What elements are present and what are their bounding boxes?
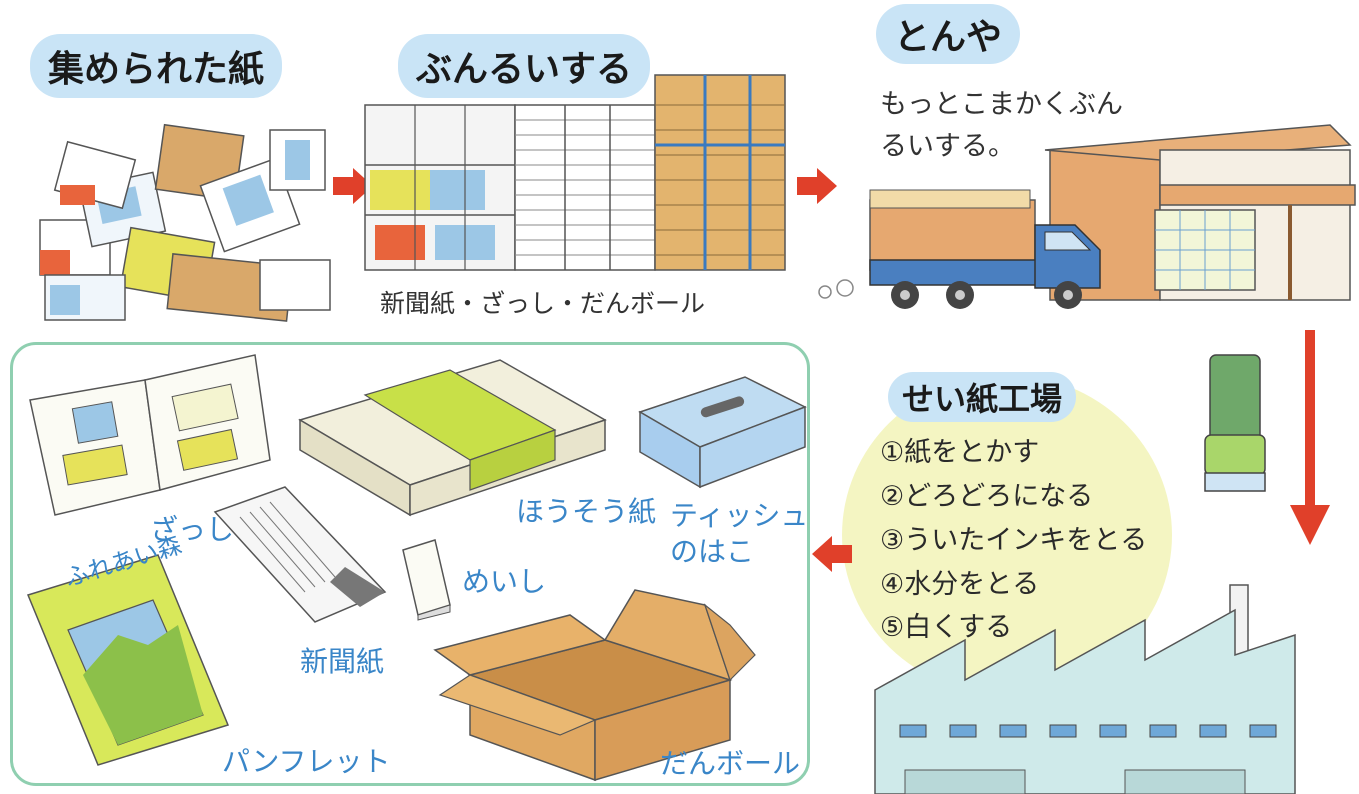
arrow-to-sort (333, 168, 373, 204)
arrow-to-products (812, 536, 852, 572)
truck-warehouse-illustration (818, 124, 1356, 309)
paper-mill-factory-illustration (874, 584, 1296, 794)
cardboard-box-illustration (433, 589, 756, 782)
sorted-bundles-illustration (364, 74, 786, 271)
stage-paper-mill-label: せい紙工場 (888, 372, 1077, 422)
wholesaler-description-line1: もっとこまかくぶん (880, 89, 1123, 120)
mill-step-2: ②どろどろになる (880, 481, 1094, 512)
mill-step-3: ③ういたインキをとる (880, 525, 1148, 556)
mill-step-4: ④水分をとる (880, 569, 1040, 600)
product-business-card-label: めいし (462, 565, 547, 598)
wrapping-paper-box-illustration (298, 359, 607, 517)
stage-collected-text: 集められた紙 (48, 49, 265, 90)
newspaper-illustration (213, 486, 387, 623)
wholesaler-description-line2: るいする。 (880, 131, 1015, 162)
collected-paper-pile-illustration (39, 123, 331, 322)
recycled-products-frame (10, 342, 810, 786)
stage-wholesaler-label: とんや (876, 4, 1021, 64)
product-newspaper-label: 新聞紙 (300, 645, 385, 678)
magazine-illustration (29, 354, 271, 516)
sorted-caption: 新聞紙・ざっし・だんボール (380, 289, 706, 318)
arrow-to-wholesaler (797, 168, 837, 204)
stage-collected-label: 集められた紙 (30, 34, 283, 98)
pamphlet-illustration (26, 554, 230, 766)
stage-paper-mill-text: せい紙工場 (902, 380, 1063, 418)
product-tissue-box-label-line1: ティッシュ (670, 499, 809, 532)
cardboard-bundle-stack (654, 74, 786, 271)
newspaper-bundle-stack (364, 104, 516, 271)
stage-sort-label: ぶんるいする (398, 34, 651, 98)
tissue-box-illustration (638, 376, 807, 489)
stage-wholesaler-text: とんや (894, 17, 1003, 58)
magazine-bundle-stack (514, 104, 656, 271)
product-wrapping-paper-label: ほうそう紙 (516, 495, 657, 528)
product-tissue-box-label-line2: のはこ (670, 535, 755, 568)
stage-sort-text: ぶんるいする (416, 49, 633, 90)
business-card-illustration (402, 539, 451, 621)
product-cardboard-label: だんボール (660, 747, 801, 780)
mill-step-1: ①紙をとかす (880, 437, 1040, 468)
pulp-bundle-illustration (1204, 354, 1266, 492)
mill-step-5: ⑤白くする (880, 612, 1013, 643)
arrow-to-mill (1290, 330, 1330, 545)
product-pamphlet-label: パンフレット (222, 745, 391, 778)
